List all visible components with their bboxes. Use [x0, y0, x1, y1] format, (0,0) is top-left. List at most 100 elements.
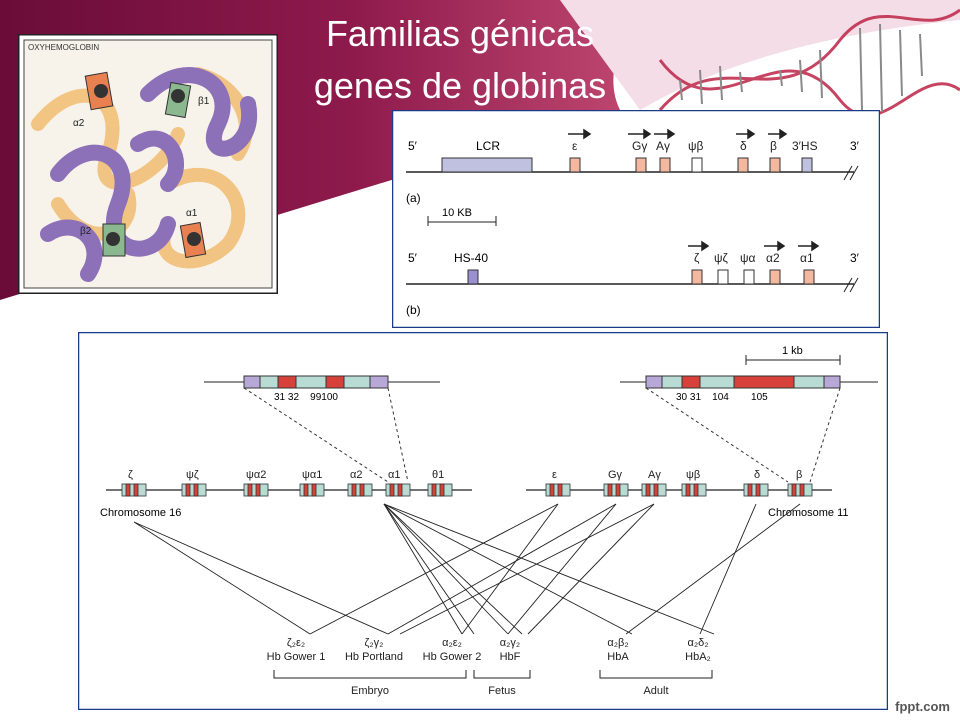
- chr11-gene-agamma: Aγ: [648, 469, 661, 481]
- alpha-exon-boundary-labels: 31 32 99100: [274, 392, 338, 403]
- gene-box-psialpha: [743, 269, 755, 285]
- scale-label-1kb: 1 kb: [782, 345, 803, 357]
- hb-gower1-formula: ζ₂ε₂: [287, 637, 305, 649]
- hb-portland-name: Hb Portland: [345, 651, 403, 663]
- subunit-label-alpha1: α1: [186, 208, 198, 219]
- chr11-gene-psibeta: ψβ: [686, 469, 700, 481]
- five-prime-label-a: 5′: [408, 139, 418, 153]
- gene-label-agamma: Aγ: [656, 139, 670, 153]
- gene-label-delta: δ: [740, 139, 747, 153]
- gene-glyph: [681, 483, 707, 497]
- chr16-gene-psialpha2: ψα2: [246, 469, 266, 481]
- gene-box-delta: [737, 157, 749, 173]
- chr16-gene-alpha1: α1: [388, 469, 400, 481]
- chr16-gene-psialpha1: ψα1: [302, 469, 322, 481]
- three-prime-label-b: 3′: [850, 251, 860, 265]
- gene-box-3hs: [801, 157, 813, 173]
- gene-cluster-map-panel: 5′ 3′ LCR ε Gγ Aγ ψβ δ β 3′HS: [392, 110, 880, 328]
- gene-label-beta: β: [770, 139, 777, 153]
- gene-glyph: [603, 483, 629, 497]
- gene-box-beta: [769, 157, 781, 173]
- hs40-label: HS-40: [454, 251, 488, 265]
- hba2-formula: α₂δ₂: [687, 637, 708, 649]
- hbf-formula: α₂γ₂: [500, 637, 520, 649]
- gene-to-hemoglobin-lines: [133, 503, 801, 635]
- alpha-cluster-map: 5′ 3′ HS-40 ζ ψζ ψα α2 α1 (b): [406, 240, 860, 317]
- stage-brackets: [273, 670, 713, 679]
- chr11-gene-epsilon: ε: [552, 469, 557, 481]
- gene-glyph: [385, 483, 411, 497]
- hb-gower2-name: Hb Gower 2: [423, 651, 482, 663]
- chr11-gene-ggamma: Gγ: [608, 469, 623, 481]
- gene-box-psibeta: [691, 157, 703, 173]
- chr16-gene-zeta: ζ: [128, 469, 133, 481]
- chr16-gene-theta1: θ1: [432, 469, 444, 481]
- stage-fetus: Fetus: [488, 685, 516, 697]
- hemoglobin-label: OXYHEMOGLOBIN: [28, 43, 99, 52]
- gene-label-3hs: 3′HS: [792, 139, 818, 153]
- gene-box-ggamma: [635, 157, 647, 173]
- banner-fade: [560, 0, 960, 110]
- stage-adult: Adult: [643, 685, 668, 697]
- hba-formula: α₂β₂: [607, 637, 628, 649]
- gene-glyph: [787, 483, 813, 497]
- gene-box-agamma: [659, 157, 671, 173]
- chr16-gene-psizeta: ψζ: [186, 469, 199, 481]
- slide-title-line-1: Familias génicas: [325, 13, 595, 54]
- dna-helix-icon: [658, 8, 960, 117]
- chr16-gene-alpha2: α2: [350, 469, 362, 481]
- gene-box-alpha1: [803, 269, 815, 285]
- three-prime-label-a: 3′: [850, 139, 860, 153]
- hb-portland-formula: ζ₂γ₂: [365, 637, 384, 649]
- chromosome-11: ε Gγ Aγ ψβ δ β Chromosome 11: [526, 469, 849, 519]
- transcription-arrows-b: [688, 240, 820, 252]
- gene-label-ggamma: Gγ: [632, 139, 647, 153]
- gene-label-alpha1: α1: [800, 251, 814, 265]
- scale-bar-1kb: 1 kb: [745, 345, 841, 365]
- break-mark: [849, 277, 859, 293]
- gene-label-psibeta: ψβ: [688, 139, 704, 153]
- gene-box-zeta: [691, 269, 703, 285]
- beta-exon-boundary-labels: 30 31 104 105: [676, 392, 768, 403]
- slide-title-line-2: genes de globinas: [313, 65, 607, 106]
- break-mark: [843, 277, 853, 293]
- gene-glyph: [427, 483, 453, 497]
- globin-expression-diagram: 1 kb 31 32 99100 30 31 104 105: [78, 332, 888, 710]
- watermark-text: fppt.com: [895, 699, 950, 714]
- chromosome-16-label: Chromosome 16: [100, 507, 181, 519]
- chr11-gene-beta: β: [796, 469, 802, 481]
- hba-name: HbA: [607, 651, 629, 663]
- chromosome-11-label: Chromosome 11: [768, 507, 849, 519]
- gene-glyph: [121, 483, 147, 497]
- gene-glyph: [743, 483, 769, 497]
- break-mark: [843, 165, 853, 181]
- gene-label-psialpha: ψα: [740, 251, 756, 265]
- chr11-gene-delta: δ: [754, 469, 760, 481]
- alpha-gene-structure: 31 32 99100: [204, 375, 440, 403]
- caption-a: (a): [406, 191, 421, 205]
- subunit-label-beta1: β1: [198, 96, 210, 107]
- gene-glyph: [181, 483, 207, 497]
- scale-label-10kb: 10 KB: [442, 207, 472, 219]
- chromosome-16: ζ ψζ ψα2 ψα1 α2 α1 θ1 Chromosome 16: [100, 469, 472, 519]
- break-mark: [849, 165, 859, 181]
- gene-box-psizeta: [717, 269, 729, 285]
- beta-gene-structure: 30 31 104 105: [620, 375, 878, 403]
- hemoglobin-structure-image: OXYHEMOGLOBIN β1 α2 α1 β2: [18, 34, 278, 294]
- gene-glyph: [299, 483, 325, 497]
- gene-box-epsilon: [569, 157, 581, 173]
- gene-label-psizeta: ψζ: [714, 251, 729, 265]
- gene-label-epsilon: ε: [572, 139, 578, 153]
- transcription-arrows-a: [568, 128, 788, 140]
- caption-b: (b): [406, 303, 421, 317]
- subunit-label-alpha2: α2: [73, 118, 85, 129]
- hs40-box: [467, 269, 479, 285]
- gene-glyph: [243, 483, 269, 497]
- dna-rungs-icon: [679, 23, 923, 113]
- gene-box-alpha2: [769, 269, 781, 285]
- lcr-label: LCR: [476, 139, 500, 153]
- gene-glyph: [545, 483, 571, 497]
- hba2-name: HbA₂: [685, 651, 711, 663]
- lcr-box: [441, 157, 533, 173]
- scale-bar-10kb: 10 KB: [427, 207, 497, 226]
